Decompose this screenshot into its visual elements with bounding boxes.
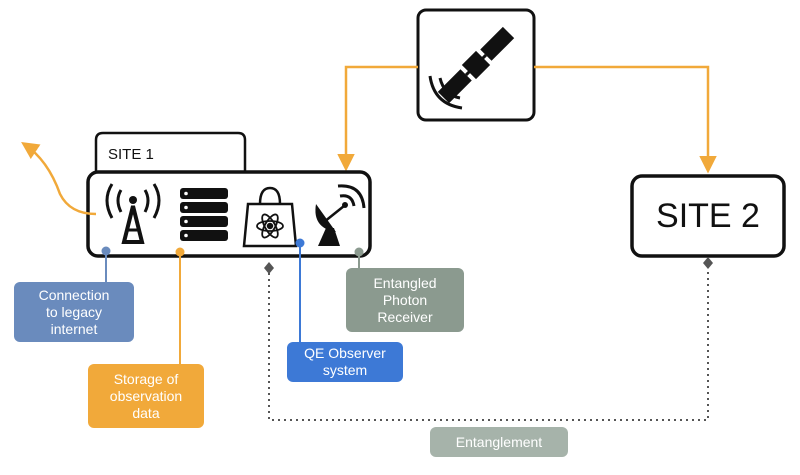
photon-connector-dot <box>354 247 364 257</box>
legacy-internet-label: Connection to legacy internet <box>14 282 134 342</box>
site2-title: SITE 2 <box>656 196 760 235</box>
atom-bag-icon <box>242 186 298 248</box>
qe-observer-label: QE Observer system <box>287 342 403 382</box>
storage-connector-dot <box>175 247 185 257</box>
entanglement-end-diamond <box>264 262 274 274</box>
photon-label-line: Photon <box>382 291 428 308</box>
entanglement-end-diamond <box>703 257 713 269</box>
server-stack-icon <box>180 188 228 241</box>
storage-label-line: observation <box>109 387 183 404</box>
entanglement-link <box>268 268 709 421</box>
antenna-tower-icon <box>105 183 161 244</box>
site2-box <box>630 174 786 258</box>
legacy-label-line: Connection <box>38 286 110 303</box>
satellite-dish-icon <box>315 184 366 246</box>
storage-label: Storage of observation data <box>88 364 204 428</box>
photon-receiver-label: Entangled Photon Receiver <box>346 268 464 332</box>
satellite-to-site1-link <box>337 65 418 172</box>
storage-label-line: Storage of <box>113 370 179 387</box>
legacy-label-line: internet <box>50 320 98 337</box>
satellite-to-site2-link <box>534 65 717 174</box>
legacy-connector-dot <box>101 246 111 256</box>
qe-connector-dot <box>295 238 305 248</box>
site1-title: SITE 1 <box>108 146 154 163</box>
photon-label-line: Receiver <box>377 308 433 325</box>
photon-label-line: Entangled <box>373 274 437 291</box>
signal-wave-icon <box>438 77 461 100</box>
legacy-internet-link <box>21 142 97 216</box>
qe-label-line: QE Observer <box>304 345 386 361</box>
entanglement-label: Entanglement <box>430 427 568 457</box>
signal-wave-icon <box>428 75 463 110</box>
qe-label-line: system <box>322 362 368 378</box>
legacy-label-line: to legacy <box>45 303 103 320</box>
storage-label-line: data <box>132 404 160 421</box>
site1-tab <box>94 131 247 174</box>
